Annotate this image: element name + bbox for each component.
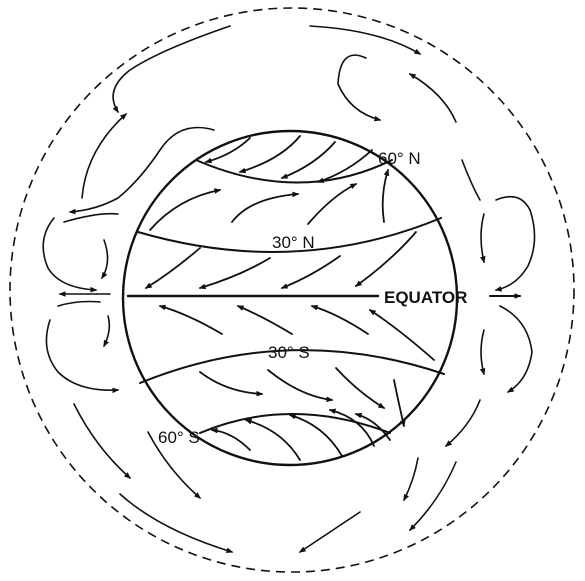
wind-arrows-polar-south bbox=[212, 410, 390, 460]
label-equator: EQUATOR bbox=[384, 288, 467, 307]
label-60s: 60° S bbox=[158, 428, 200, 447]
circulation-cells-left bbox=[43, 26, 232, 552]
latitude-line-60n bbox=[196, 160, 392, 183]
label-30s: 30° S bbox=[268, 343, 310, 362]
wind-arrows-westerlies-south bbox=[200, 368, 404, 426]
wind-arrows-westerlies-north bbox=[150, 170, 388, 230]
label-30n: 30° N bbox=[272, 233, 315, 252]
label-60n: 60° N bbox=[378, 149, 421, 168]
